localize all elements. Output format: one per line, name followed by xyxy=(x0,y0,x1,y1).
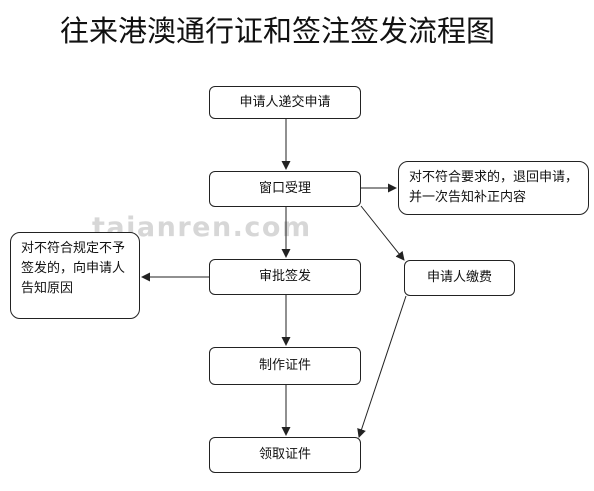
arrow-accept-to-pay xyxy=(360,205,405,261)
page-title: 往来港澳通行证和签注签发流程图 xyxy=(60,14,496,48)
step-collect-document: 领取证件 xyxy=(209,437,361,473)
step-approve-issue: 审批签发 xyxy=(209,259,361,295)
step-window-acceptance: 窗口受理 xyxy=(209,171,361,207)
note-return-for-correction: 对不符合要求的，退回申请，并一次告知补正内容 xyxy=(398,161,589,215)
arrow-pay-to-collect xyxy=(357,295,407,438)
note-inform-refusal-reason: 对不符合规定不予签发的，向申请人告知原因 xyxy=(10,232,140,319)
step-produce-document: 制作证件 xyxy=(209,347,361,385)
step-submit-application: 申请人递交申请 xyxy=(209,86,361,119)
step-applicant-payment: 申请人缴费 xyxy=(404,260,515,296)
